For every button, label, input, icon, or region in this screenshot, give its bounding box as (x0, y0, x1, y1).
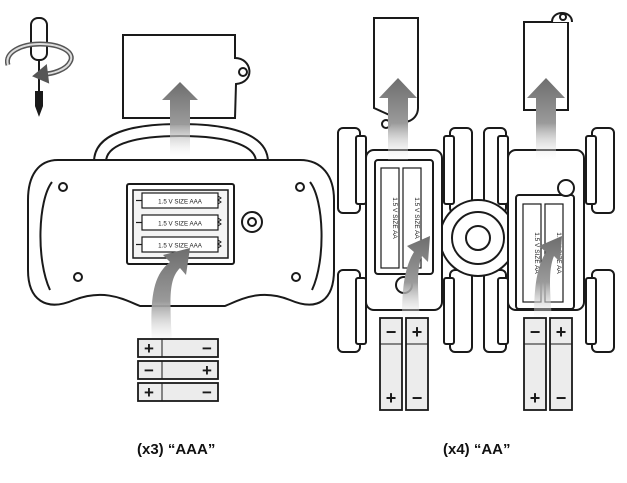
insert-arrow-icon (162, 82, 198, 157)
plus-terminal: + (144, 339, 154, 358)
remote-aaa-cell: 1.5 V SIZE AAA (136, 192, 222, 209)
minus-terminal: − (412, 388, 423, 408)
caption-aa: (x4) “AA” (443, 441, 511, 458)
aa-battery: −+ (523, 317, 547, 411)
minus-terminal: − (386, 322, 397, 342)
remote-battery-compartment: 1.5 V SIZE AAA 1.5 V SIZE AAA 1.5 V SIZE A… (136, 192, 222, 253)
caption-aaa: (x3) “AAA” (137, 441, 216, 458)
minus-terminal: − (202, 383, 212, 402)
car-cell-label: 1.5 V SIZE AA (391, 197, 398, 239)
plus-terminal: + (202, 361, 212, 380)
aa-battery: +− (405, 317, 429, 411)
remote-cell-label: 1.5 V SIZE AAA (158, 243, 203, 250)
car-aa-cell: 1.5 V SIZE AA (380, 167, 400, 269)
aaa-battery: +− (137, 338, 219, 358)
aa-battery-group: −++−−++− (379, 317, 573, 411)
insert-arrow-icon (534, 236, 562, 320)
aaa-battery-stack: +−−++− (137, 338, 219, 402)
plus-terminal: + (144, 383, 154, 402)
aaa-battery: +− (137, 382, 219, 402)
minus-terminal: − (530, 322, 541, 342)
screwdriver-icon (5, 17, 74, 117)
plus-terminal: + (386, 388, 397, 408)
remote-aaa-cell: 1.5 V SIZE AAA (136, 236, 222, 253)
car-cell-label: 1.5 V SIZE AA (413, 197, 420, 239)
remote-battery-cover (122, 34, 251, 119)
remote-aaa-cell: 1.5 V SIZE AAA (136, 214, 222, 231)
minus-terminal: − (202, 339, 212, 358)
remote-cell-label: 1.5 V SIZE AAA (158, 221, 203, 228)
insert-arrow-icon (402, 236, 430, 320)
plus-terminal: + (530, 388, 541, 408)
rotate-arrow-icon (5, 41, 74, 84)
plus-terminal: + (412, 322, 423, 342)
insert-arrow-icon (379, 78, 417, 160)
minus-terminal: − (144, 361, 154, 380)
insert-arrow-icon (527, 78, 565, 160)
minus-terminal: − (556, 388, 567, 408)
aa-battery: −+ (379, 317, 403, 411)
insert-arrow-icon (151, 248, 190, 345)
car-aa-cell: 1.5 V SIZE AA (522, 203, 542, 303)
car-cell-label: 1.5 V SIZE AA (533, 232, 540, 274)
aaa-battery: −+ (137, 360, 219, 380)
remote-cell-label: 1.5 V SIZE AAA (158, 199, 203, 206)
plus-terminal: + (556, 322, 567, 342)
aa-battery: +− (549, 317, 573, 411)
